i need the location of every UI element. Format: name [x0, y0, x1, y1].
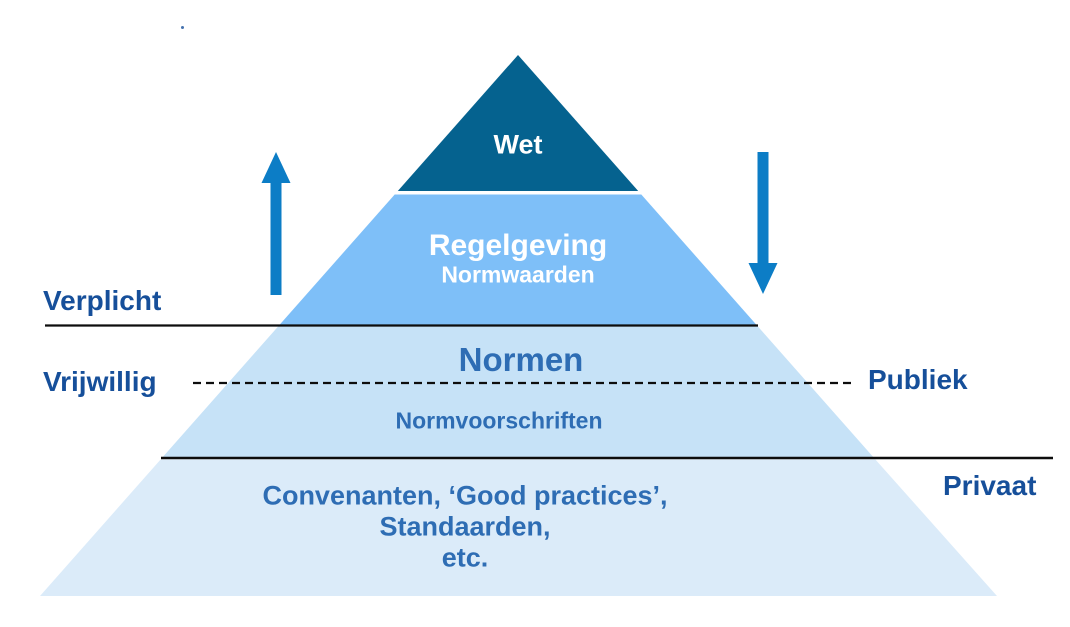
pyramid-level-convenanten — [40, 459, 997, 596]
pyramid-level-regelgeving — [279, 194, 757, 325]
verplicht-label: Verplicht — [43, 285, 162, 316]
down-arrow-icon — [748, 152, 778, 294]
publiek-label: Publiek — [868, 364, 968, 395]
wet-label: Wet — [493, 129, 543, 160]
convenanten-line-2: Standaarden, — [379, 511, 551, 542]
normvoorschriften-label: Normvoorschriften — [395, 407, 603, 434]
normen-label: Normen — [458, 341, 584, 378]
stray-dot — [181, 26, 184, 29]
convenanten-line-1: Convenanten, ‘Good practices’, — [262, 480, 668, 511]
up-arrow-icon — [261, 152, 291, 295]
normwaarden-label: Normwaarden — [441, 261, 595, 288]
privaat-label: Privaat — [943, 470, 1037, 501]
pyramid-level-wet — [397, 55, 639, 191]
pyramid-level-normen — [161, 326, 875, 458]
convenanten-line-3: etc. — [441, 542, 489, 573]
convenanten-label: Convenanten, ‘Good practices’, Standaard… — [262, 481, 667, 574]
regelgeving-label: Regelgeving — [428, 229, 608, 262]
vrijwillig-label: Vrijwillig — [43, 366, 157, 397]
